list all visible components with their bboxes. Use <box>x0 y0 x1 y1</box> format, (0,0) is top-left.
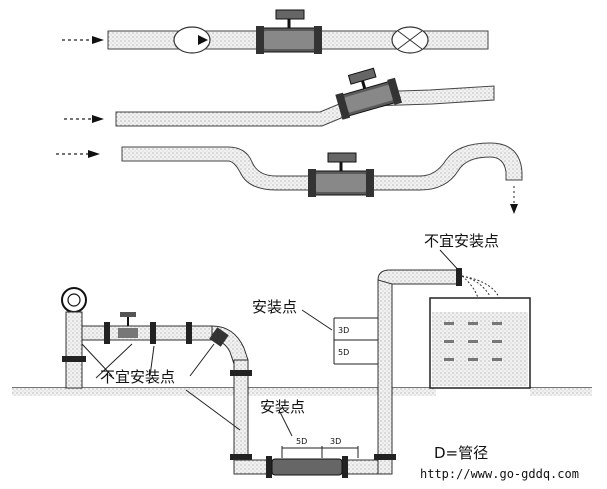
flowmeter-icon-2 <box>335 67 403 120</box>
water-tank <box>429 297 531 389</box>
source-url: http://www.go-gddq.com <box>420 467 579 481</box>
ground <box>12 387 592 396</box>
install-point-label-lower: 安装点 <box>260 398 305 416</box>
dim-3d-label: 3D <box>330 437 341 446</box>
pipe-row-3 <box>56 142 523 214</box>
dim-5d-label: 5D <box>296 437 307 446</box>
pump-unit <box>61 287 87 389</box>
leader-lines <box>81 249 463 437</box>
pipe-diameter-legend: D=管径 <box>434 444 488 462</box>
bottom-dimension: 5D 3D <box>281 437 359 458</box>
install-point-label-upper: 安装点 <box>252 298 297 316</box>
flowmeter-icon-3 <box>308 152 374 197</box>
pump-icon <box>173 26 211 54</box>
side-3d-label: 3D <box>338 326 349 335</box>
side-dimension: 3D 5D <box>333 317 378 365</box>
horizontal-pipe <box>81 268 501 478</box>
flowmeter-icon <box>256 9 322 54</box>
pipe-row-2 <box>64 67 495 127</box>
left-not-suitable-label: 不宜安装点 <box>100 368 175 386</box>
side-5d-label: 5D <box>338 348 349 357</box>
pipe-row-1 <box>62 9 489 54</box>
top-not-suitable-label: 不宜安装点 <box>424 232 499 250</box>
